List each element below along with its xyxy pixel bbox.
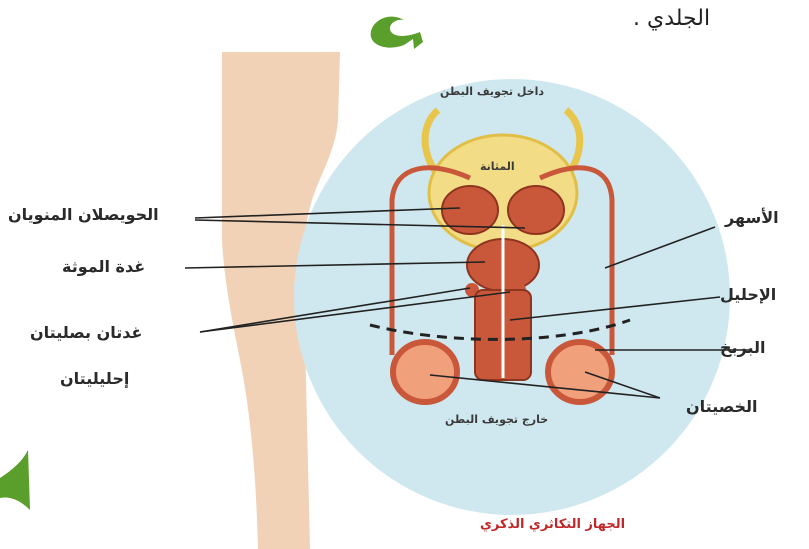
label-seminal-vesicles: الحويصلان المنويان (8, 205, 159, 224)
label-epididymis: البربخ (720, 338, 766, 357)
figure-caption: الجهاز التكاثري الذكري (480, 517, 625, 532)
label-bulbourethral-2: إحليليتان (60, 369, 129, 388)
label-urethra: الإحليل (720, 285, 776, 304)
green-mark-top (371, 17, 423, 49)
label-vas-deferens: الأسهر (725, 208, 779, 227)
label-testes: الخصيتان (686, 397, 758, 416)
label-inside-abdomen: داخل تجويف البطن (440, 85, 544, 98)
green-mark-bottom (0, 450, 30, 510)
label-outside-abdomen: خارج تجويف البطن (445, 413, 548, 426)
testis-left (393, 342, 457, 402)
label-bladder: المثانة (480, 160, 515, 173)
label-bulbourethral-1: غدتان بصليتان (30, 323, 142, 342)
top-text: الجلدي . (633, 6, 710, 31)
label-prostate: غدة الموثة (62, 257, 145, 276)
seminal-vesicle-right (508, 186, 564, 234)
